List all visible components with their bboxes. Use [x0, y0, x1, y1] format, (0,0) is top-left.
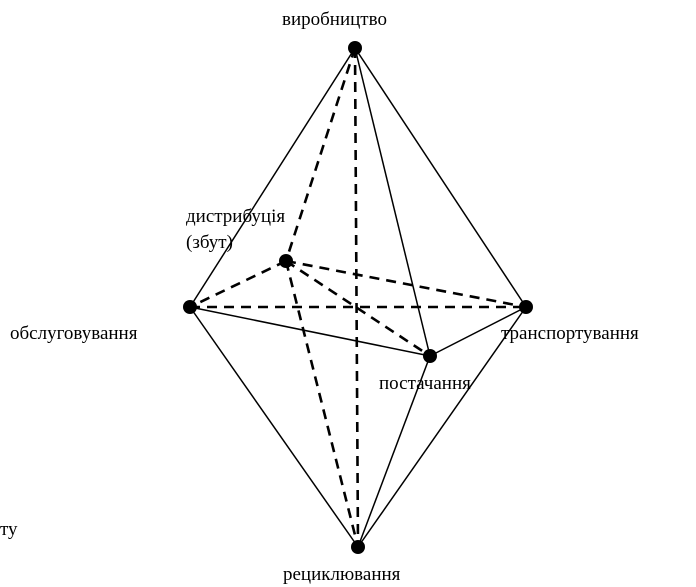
- label-transport: транспортування: [501, 323, 639, 344]
- nodes: [183, 41, 533, 554]
- labels: виробництво дистрибуція (збут) обслугову…: [0, 9, 639, 585]
- edge-distribution-service: [189, 259, 287, 309]
- solid-edges: [189, 47, 527, 548]
- label-production: виробництво: [282, 9, 387, 30]
- node-transport: [519, 300, 533, 314]
- node-supply: [423, 349, 437, 363]
- edge-distribution-recycling: [284, 260, 360, 548]
- label-distribution-line1: дистрибуція: [186, 206, 285, 227]
- label-service: обслуговування: [10, 323, 138, 344]
- label-recycling: рециклювання: [283, 564, 401, 585]
- edge-distribution-supply: [285, 259, 431, 358]
- edge-supply-transport: [429, 306, 527, 357]
- node-production: [348, 41, 362, 55]
- fragment-text: ту: [0, 519, 18, 540]
- label-supply: постачання: [379, 373, 471, 394]
- label-distribution-line2: (збут): [186, 232, 233, 253]
- node-service: [183, 300, 197, 314]
- edge-production-distribution: [284, 47, 357, 262]
- edge-service-supply: [189, 306, 431, 357]
- edge-production-service: [189, 47, 356, 308]
- edge-transport-recycling: [357, 306, 527, 548]
- dashed-edges: [189, 47, 527, 548]
- edge-production-supply: [354, 47, 431, 357]
- node-distribution: [279, 254, 293, 268]
- edge-production-recycling: [353, 47, 360, 548]
- edge-service-recycling: [189, 306, 359, 548]
- edge-supply-recycling: [357, 355, 431, 548]
- edge-distribution-transport: [285, 259, 527, 309]
- node-recycling: [351, 540, 365, 554]
- edge-production-transport: [354, 47, 527, 308]
